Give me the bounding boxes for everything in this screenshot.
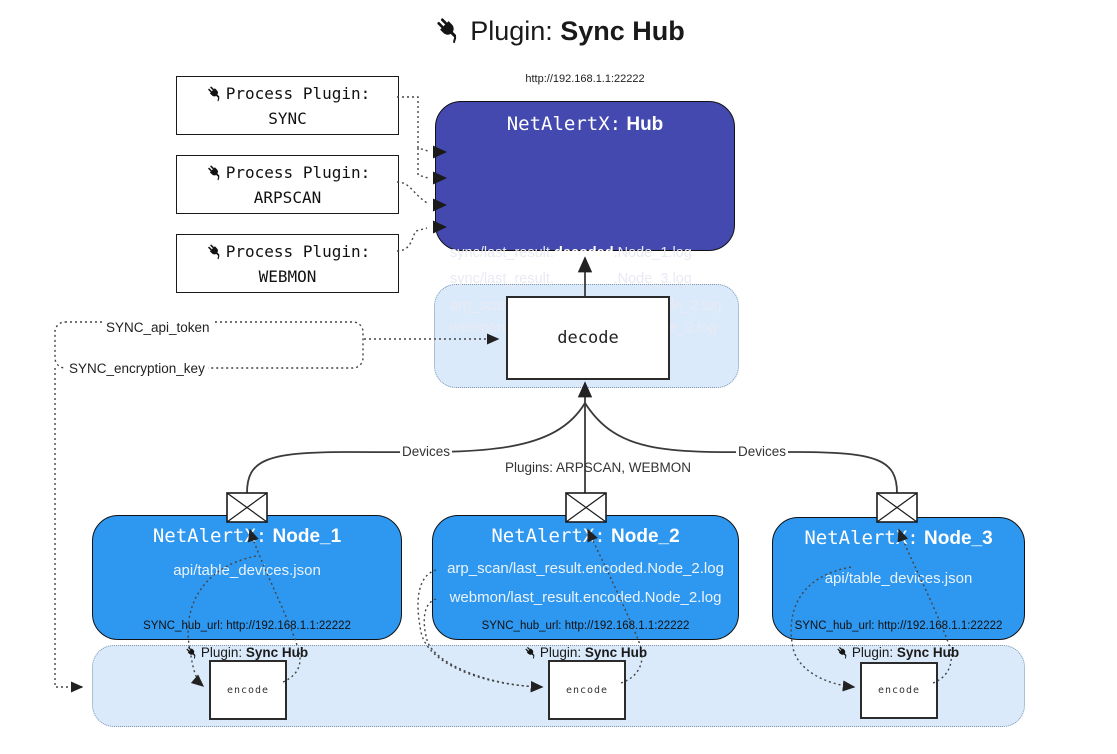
encode-box-3: encode [860,662,938,719]
process-plugin-label: Process Plugin: [225,83,371,103]
plug-icon [523,645,538,659]
node-hub-url: SYNC_hub_url: http://192.168.1.1:22222 [481,620,690,632]
node-hub-url: SYNC_hub_url: http://192.168.1.1:22222 [794,620,1003,632]
node-box-1: NetAlertX: Node_1 api/table_devices.json… [92,515,402,640]
plug-icon [206,84,224,102]
decode-box: decode [506,296,670,380]
plug-icon [206,163,224,181]
diagram-title-name: Sync Hub [560,16,685,46]
node-title: NetAlertX: Node_3 [804,527,993,549]
node-title: NetAlertX: Node_2 [491,525,680,547]
node-hub-url: SYNC_hub_url: http://192.168.1.1:22222 [143,620,351,632]
process-plugin-name: ARPSCAN [253,187,322,207]
node-box-3: NetAlertX: Node_3 api/table_devices.json… [772,517,1025,640]
setting-api-token: SYNC_api_token [103,320,213,335]
process-plugin-box-arpscan: Process Plugin: ARPSCAN [176,155,399,214]
encode-box-2: encode [548,660,626,720]
encoder-plugin-label-1: Plugin: Sync Hub [166,645,326,660]
edge-label-plugins: Plugins: ARPSCAN, WEBMON [505,460,692,475]
node-box-2: NetAlertX: Node_2 arp_scan/last_result.e… [432,515,739,640]
edge-sync-to-item1 [397,96,429,152]
encoder-plugin-label-2: Plugin: Sync Hub [505,645,665,660]
plug-icon [835,645,850,659]
process-plugin-name: WEBMON [258,266,317,286]
plug-icon [434,15,463,44]
hub-log-item: sync/last_result.decoded.Node_1.log [450,245,692,261]
edge-sync-to-item2 [417,148,429,179]
hub-url: http://192.168.1.1:22222 [525,73,645,85]
node-item: webmon/last_result.encoded.Node_2.log [449,589,722,606]
hub-title: NetAlertX: Hub [436,113,734,136]
edge-webmon-to-item4 [396,227,428,252]
node-item: arp_scan/last_result.encoded.Node_2.log [447,560,724,577]
process-plugin-label: Process Plugin: [225,162,371,182]
node-title: NetAlertX: Node_1 [152,525,342,547]
hub-title-prefix: NetAlertX: [506,113,622,135]
process-plugin-box-webmon: Process Plugin: WEBMON [176,234,399,293]
hub-title-name: Hub [626,114,664,135]
diagram-title: Plugin: Sync Hub [0,14,1117,47]
edge-arpscan-to-item3 [396,181,428,204]
process-plugin-label: Process Plugin: [225,241,371,261]
encoder-plugin-label-3: Plugin: Sync Hub [817,645,977,660]
plug-icon [184,645,199,659]
edge-label-devices-left: Devices [400,444,453,459]
hub-log-item: sync/last_result.decoded.Node_3.log [450,271,692,287]
process-plugin-box-sync: Process Plugin: SYNC [176,76,399,135]
setting-encryption-key: SYNC_encryption_key [66,361,208,376]
node-item: api/table_devices.json [173,562,321,579]
process-plugin-name: SYNC [268,108,307,128]
hub-box: NetAlertX: Hub sync/last_result.decoded.… [435,101,735,336]
edge-settings-to-band [54,368,84,693]
node-item: api/table_devices.json [824,570,973,587]
encode-box-1: encode [209,660,287,720]
edge-label-devices-right: Devices [736,444,789,459]
plug-icon [206,242,224,260]
diagram-title-prefix: Plugin: [470,16,553,46]
